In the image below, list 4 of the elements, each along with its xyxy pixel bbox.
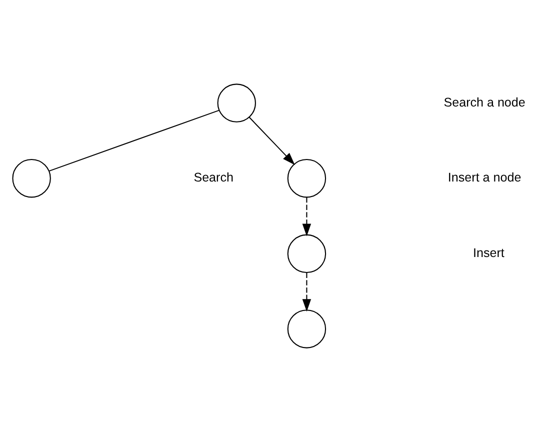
label: Search xyxy=(194,170,234,184)
legend-label: Search a node xyxy=(444,94,526,109)
label: Insert xyxy=(473,245,504,260)
legend-label: Insert a node xyxy=(448,170,522,184)
